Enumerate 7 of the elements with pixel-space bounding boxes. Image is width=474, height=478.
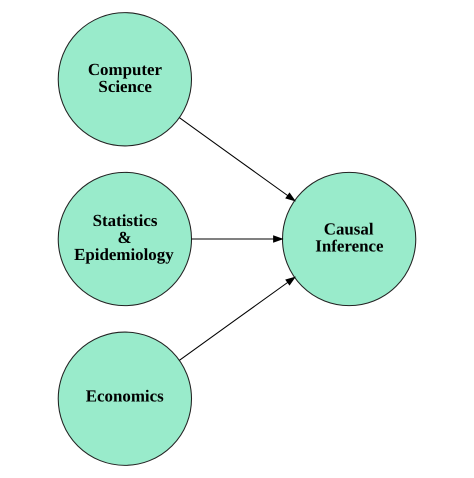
arrow (179, 117, 296, 202)
node-circle: Statistics & Epidemiology (58, 172, 192, 306)
arrow (192, 235, 284, 243)
node-circle: Causal Inference (282, 172, 416, 306)
arrow (179, 276, 296, 361)
node-circle: Computer Science (58, 12, 192, 146)
node-circle: Economics (58, 332, 192, 466)
